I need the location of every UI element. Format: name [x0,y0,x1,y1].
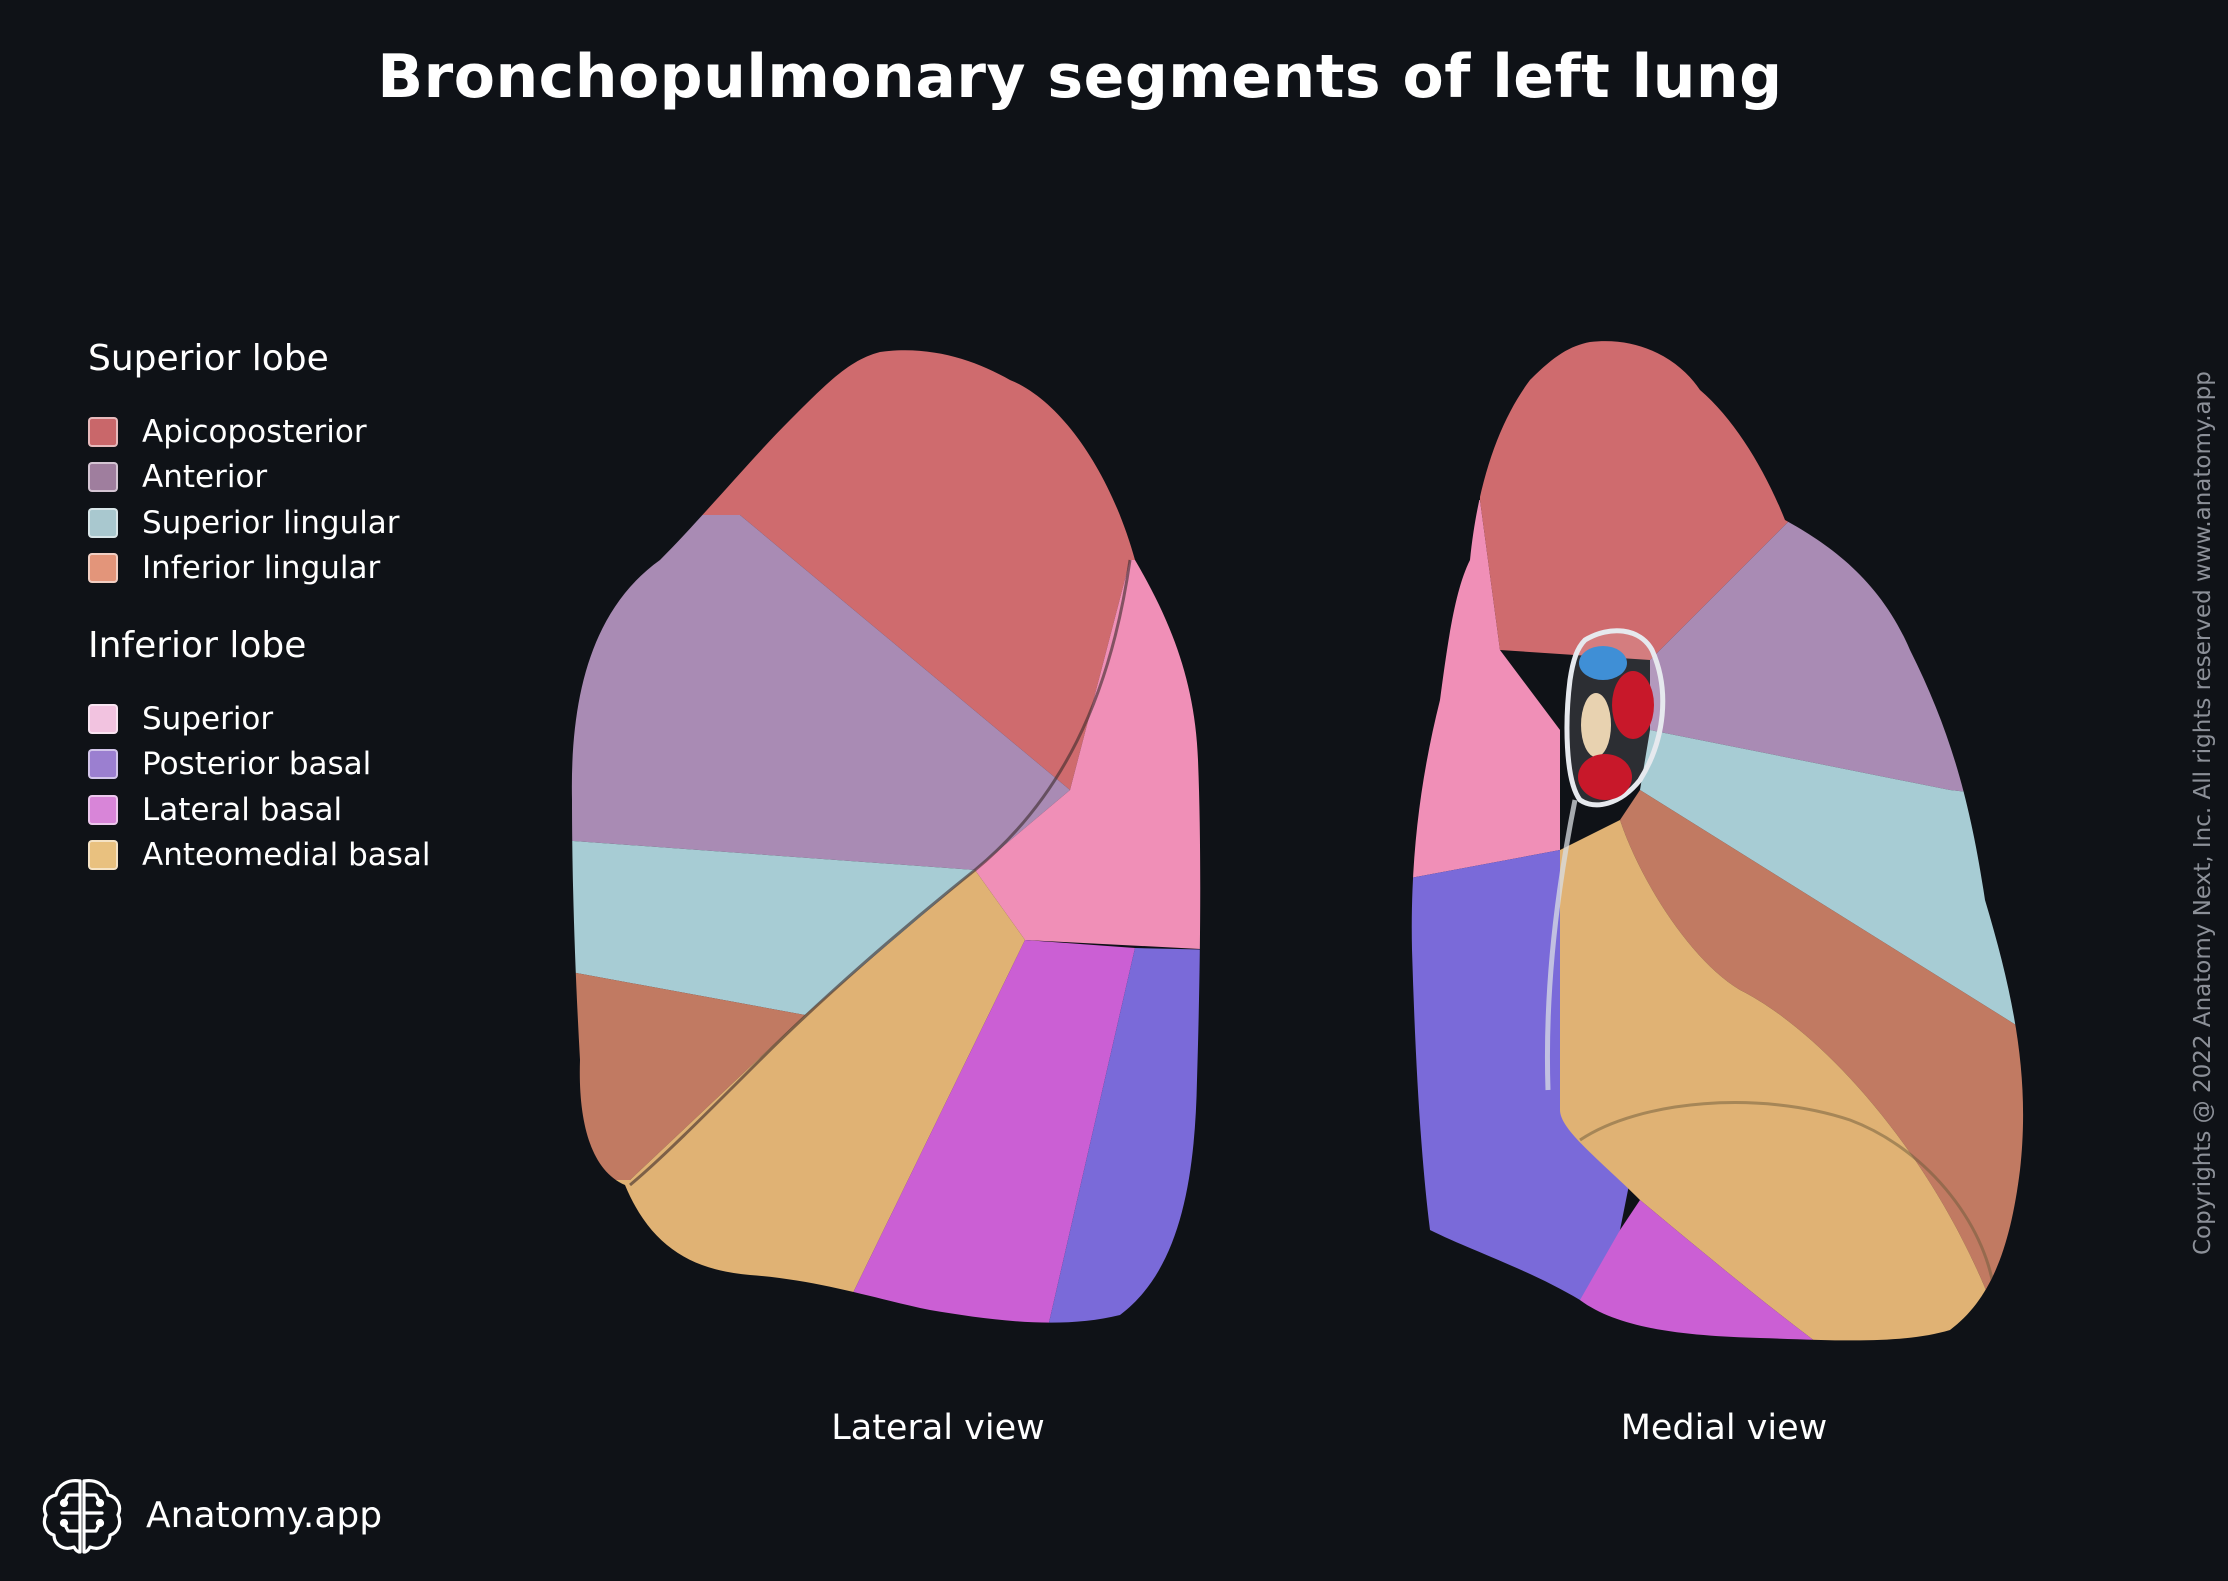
legend-label: Posterior basal [142,746,372,783]
legend-swatch [88,749,118,780]
legend: Superior lobe Apicoposterior Anterior Su… [88,338,431,878]
legend-label: Lateral basal [142,791,343,828]
legend-item-anterior: Anterior [88,455,431,501]
legend-swatch [88,703,118,734]
legend-label: Superior lingular [142,504,400,541]
legend-item-apicoposterior: Apicoposterior [88,409,431,455]
pulmonary-vein-upper [1612,671,1654,739]
pulmonary-ligament [1544,799,1578,1091]
legend-label: Anterior [142,459,268,496]
legend-item-lateral-basal: Lateral basal [88,787,431,833]
medial-basal-surface-outline [1579,1101,1997,1301]
legend-heading-superior-lobe: Superior lobe [88,338,329,379]
legend-swatch [88,416,118,447]
legend-label: Anteomedial basal [142,837,431,874]
legend-label: Superior [142,700,274,737]
lateral-oblique-fissure [629,559,1132,1187]
pulmonary-artery [1579,646,1627,680]
legend-swatch [88,553,118,584]
medial-view-label: Medial view [1620,1408,1828,1448]
lateral-anteromedial-basal-region [571,870,1025,1323]
lateral-view-lung [571,350,1201,1323]
legend-item-posterior-basal: Posterior basal [88,742,431,788]
lateral-lateral-basal-region [830,940,1135,1323]
legend-item-superior: Superior [88,696,431,742]
brand-name: Anatomy.app [146,1494,383,1536]
medial-posterior-basal-region [1411,850,1640,1330]
copyright-notice: Copyrights @ 2022 Anatomy Next, Inc. All… [2190,371,2216,1255]
main-bronchus [1581,693,1611,757]
legend-swatch [88,507,118,538]
brain-logo-icon [42,1479,122,1554]
legend-group-superior-lobe: Superior lobe Apicoposterior Anterior Su… [88,338,431,591]
legend-item-anteomedial-basal: Anteomedial basal [88,833,431,879]
lateral-view-label: Lateral view [831,1408,1045,1448]
lateral-superior-region [975,560,1201,950]
medial-anteromedial-basal-region [1560,820,1990,1341]
legend-group-inferior-lobe: Inferior lobe Superior Posterior basal L… [88,625,431,878]
legend-heading-inferior-lobe: Inferior lobe [88,625,307,666]
legend-label: Inferior lingular [142,550,381,587]
brand: Anatomy.app [40,1475,382,1555]
legend-swatch [88,462,118,493]
legend-swatch [88,840,118,871]
legend-item-superior-lingular: Superior lingular [88,500,431,546]
legend-item-inferior-lingular: Inferior lingular [88,546,431,592]
legend-swatch [88,794,118,825]
medial-inferior-lingular-region [1620,790,2024,1300]
pulmonary-vein-lower [1578,754,1632,800]
medial-superior-lingular-region [1640,730,2024,1040]
page-title: Bronchopulmonary segments of left lung [377,42,1783,112]
lateral-inferior-lingular-region [571,970,805,1180]
legend-label: Apicoposterior [142,413,367,450]
hilum [1544,628,1666,1091]
medial-view-lung [1411,341,2024,1341]
lateral-superior-lingular-region [571,840,975,1015]
lateral-anterior-region [571,515,1070,870]
medial-lateral-basal-region [1580,1200,1820,1341]
